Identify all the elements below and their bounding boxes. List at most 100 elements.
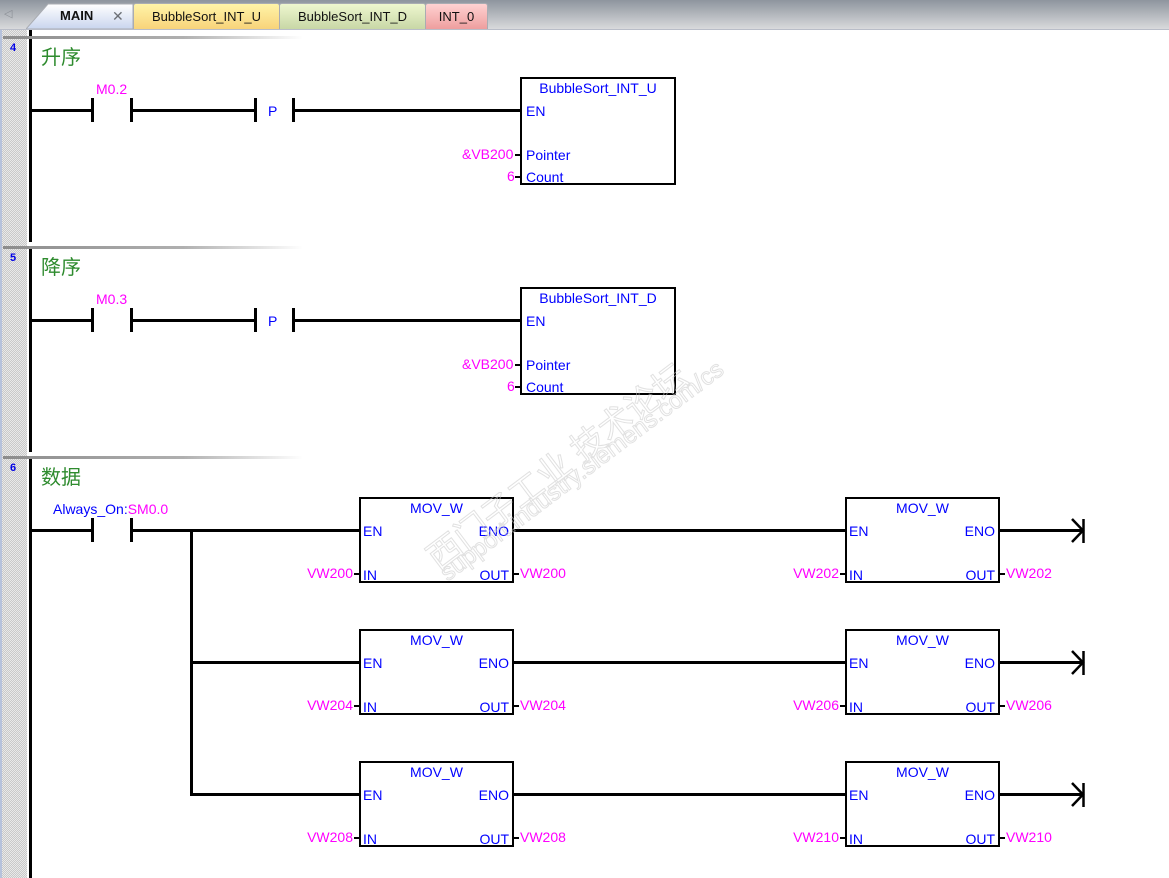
param-connector: [515, 386, 521, 388]
wire: [190, 793, 360, 796]
wire: [514, 661, 845, 664]
contact-left-bar[interactable]: [91, 98, 94, 122]
mov-w-block[interactable]: MOV_W EN ENO IN OUT: [359, 761, 514, 847]
param-in[interactable]: VW210: [793, 829, 839, 845]
pin-in: IN: [849, 831, 863, 847]
block-name: MOV_W: [896, 632, 949, 648]
network-title[interactable]: 升序: [41, 45, 81, 69]
wire: [293, 109, 522, 112]
pin-in: IN: [849, 699, 863, 715]
pin-eno: ENO: [964, 787, 995, 803]
network-title[interactable]: 降序: [41, 255, 81, 279]
wire: [31, 109, 92, 112]
contact-symbol-label[interactable]: Always_On:SM0.0: [53, 501, 168, 517]
param-count[interactable]: 6: [507, 168, 515, 184]
param-out[interactable]: VW206: [1006, 697, 1052, 713]
param-in[interactable]: VW200: [307, 565, 353, 581]
param-connector: [840, 573, 846, 575]
wire: [1000, 529, 1082, 532]
param-out[interactable]: VW200: [520, 565, 566, 581]
network-title[interactable]: 数据: [41, 465, 81, 489]
contact-left-bar[interactable]: [91, 518, 94, 542]
edge-left-bar[interactable]: [254, 308, 257, 332]
mov-w-block[interactable]: MOV_W EN ENO IN OUT: [845, 497, 1000, 583]
wire: [1000, 793, 1082, 796]
contact-address[interactable]: M0.2: [96, 81, 128, 97]
pin-eno: ENO: [478, 655, 509, 671]
param-in[interactable]: VW204: [307, 697, 353, 713]
param-in[interactable]: VW208: [307, 829, 353, 845]
tab-bubblesort-int-d[interactable]: BubbleSort_INT_D: [279, 3, 426, 29]
mov-w-block[interactable]: MOV_W EN ENO IN OUT: [359, 497, 514, 583]
network-separator: [3, 456, 303, 459]
param-connector: [513, 573, 519, 575]
bubblesort-int-d-block[interactable]: BubbleSort_INT_D EN Pointer Count: [520, 287, 676, 395]
pin-eno: ENO: [964, 655, 995, 671]
program-tab-bar: ◁ MAIN ✕ BubbleSort_INT_U BubbleSort_INT…: [0, 0, 1169, 30]
pin-en: EN: [849, 523, 869, 539]
network-separator: [3, 36, 303, 39]
pin-en: EN: [363, 787, 383, 803]
contact-address[interactable]: M0.3: [96, 291, 128, 307]
tab-main-label: MAIN: [60, 8, 94, 23]
param-out[interactable]: VW204: [520, 697, 566, 713]
pin-in: IN: [363, 699, 377, 715]
param-out[interactable]: VW208: [520, 829, 566, 845]
param-count[interactable]: 6: [507, 378, 515, 394]
wire: [131, 319, 255, 322]
pin-en: EN: [526, 103, 546, 119]
mov-w-block[interactable]: MOV_W EN ENO IN OUT: [845, 629, 1000, 715]
pin-out: OUT: [965, 567, 995, 583]
pin-en: EN: [526, 313, 546, 329]
param-connector: [999, 837, 1005, 839]
power-rail: [29, 459, 32, 878]
symbol-separator: :: [123, 501, 128, 517]
contact-left-bar[interactable]: [91, 308, 94, 332]
pin-eno: ENO: [478, 787, 509, 803]
wire: [293, 319, 522, 322]
positive-edge-label[interactable]: P: [268, 313, 278, 329]
pin-count: Count: [526, 169, 564, 185]
pin-eno: ENO: [478, 523, 509, 539]
param-out[interactable]: VW202: [1006, 565, 1052, 581]
pin-en: EN: [363, 523, 383, 539]
tab-int-0[interactable]: INT_0: [425, 3, 488, 29]
edge-left-bar[interactable]: [254, 98, 257, 122]
network-number: 6: [10, 462, 17, 474]
block-name: MOV_W: [410, 500, 463, 516]
positive-edge-label[interactable]: P: [268, 103, 278, 119]
param-out[interactable]: VW210: [1006, 829, 1052, 845]
param-in[interactable]: VW206: [793, 697, 839, 713]
tab-bubblesort-int-u[interactable]: BubbleSort_INT_U: [133, 3, 280, 29]
param-in[interactable]: VW202: [793, 565, 839, 581]
mov-w-block[interactable]: MOV_W EN ENO IN OUT: [359, 629, 514, 715]
close-icon[interactable]: ✕: [112, 8, 124, 24]
bubblesort-int-u-block[interactable]: BubbleSort_INT_U EN Pointer Count: [520, 77, 676, 185]
block-name: MOV_W: [896, 764, 949, 780]
param-pointer[interactable]: &VB200: [462, 146, 514, 162]
pin-in: IN: [363, 567, 377, 583]
param-connector: [840, 837, 846, 839]
network-gutter: [0, 30, 27, 878]
pin-count: Count: [526, 379, 564, 395]
network-separator: [3, 246, 303, 249]
param-pointer[interactable]: &VB200: [462, 356, 514, 372]
ladder-editor[interactable]: 4 升序 M0.2 P BubbleSort_INT_U EN Pointer …: [0, 30, 1169, 878]
network-number: 4: [10, 42, 17, 54]
param-connector: [515, 176, 521, 178]
pin-in: IN: [363, 831, 377, 847]
wire: [131, 529, 360, 532]
param-connector: [354, 573, 360, 575]
pin-out: OUT: [479, 831, 509, 847]
param-connector: [999, 573, 1005, 575]
tab-main[interactable]: MAIN ✕: [26, 3, 134, 29]
param-connector: [354, 705, 360, 707]
block-name: MOV_W: [410, 764, 463, 780]
tab-scroll-left-icon[interactable]: ◁: [4, 8, 13, 20]
wire: [31, 319, 92, 322]
mov-w-block[interactable]: MOV_W EN ENO IN OUT: [845, 761, 1000, 847]
param-connector: [515, 154, 521, 156]
param-connector: [513, 837, 519, 839]
wire: [131, 109, 255, 112]
power-rail: [29, 39, 32, 242]
